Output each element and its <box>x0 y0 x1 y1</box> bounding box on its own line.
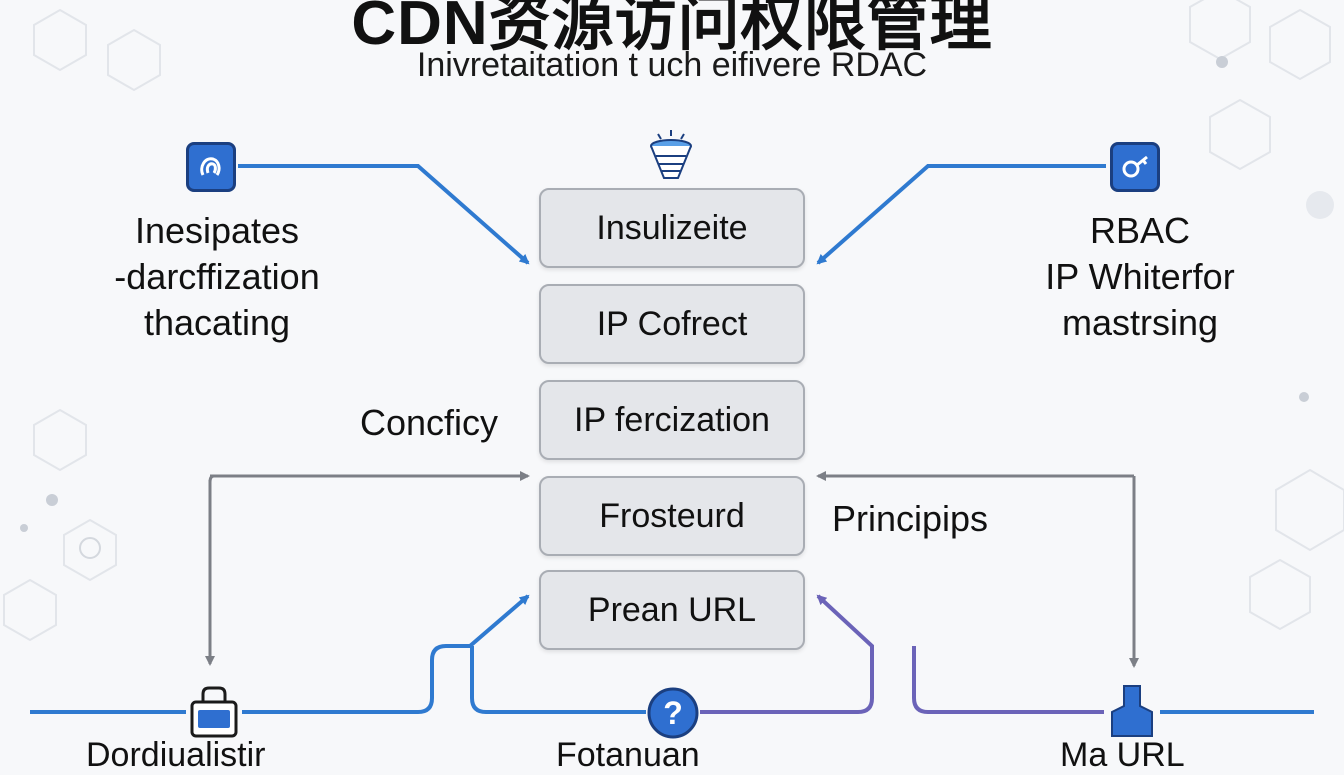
baseline-mid <box>242 594 530 714</box>
concficy-label: Concficy <box>360 402 499 443</box>
stack-box-3[interactable]: IP fercization <box>539 380 805 460</box>
stack-box-2[interactable]: IP Cofrect <box>539 284 805 364</box>
fingerprint-icon <box>186 142 236 192</box>
key-icon <box>1110 142 1160 192</box>
baseline-center-left <box>470 646 646 714</box>
funnel-icon <box>650 130 692 179</box>
arrow-top-left <box>238 164 530 265</box>
connectors <box>30 164 1314 714</box>
stack-box-4[interactable]: Frosteurd <box>539 476 805 556</box>
shield-icon <box>1111 685 1153 737</box>
baseline-right-purple <box>912 646 1104 714</box>
right-description: RBAC IP Whiterfor mastrsing <box>1045 210 1235 343</box>
bottom-label-left: Dordiualistir <box>86 736 266 774</box>
principips-label: Principips <box>832 498 989 539</box>
baseline-center-right <box>700 594 874 714</box>
page-subtitle: Inivretaitation t uch eifivere RDAC <box>416 46 928 84</box>
bottom-label-center: Fotanuan <box>556 736 700 774</box>
bottom-label-right: Ma URL <box>1060 736 1185 774</box>
background-decorations <box>3 0 1344 642</box>
stack-box-1[interactable]: Insulizeite <box>539 188 805 268</box>
question-icon: ? <box>647 687 699 739</box>
page-title: CDN资源访问权限管理 <box>351 0 993 58</box>
left-description: Inesipates -darcffization thacating <box>114 210 320 343</box>
arrow-top-right <box>816 164 1106 265</box>
svg-text:?: ? <box>663 695 683 731</box>
stack-box-5[interactable]: Prean URL <box>539 570 805 650</box>
lock-icon <box>190 686 238 738</box>
